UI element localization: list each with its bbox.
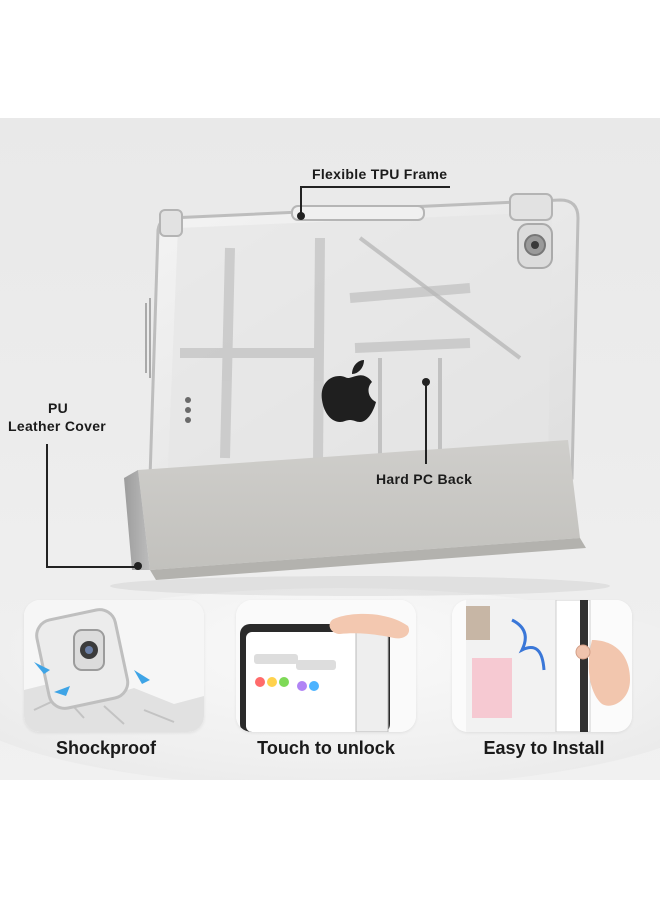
feature-shockproof: Shockproof [55,738,156,758]
thumb-shockproof [24,600,204,732]
side-grip [145,298,151,378]
callout-pu-line1: PU [48,400,69,416]
callout-tpu-frame: Flexible TPU Frame [312,166,448,182]
thumb-easy-install [452,600,632,732]
callout-dot-pu [134,562,142,570]
feature-easy-install: Easy to Install [483,738,605,758]
tablet-case-illustration [110,193,610,596]
callout-line-pu [46,566,138,568]
tablet-back [148,198,580,480]
callout-line-pc [425,382,427,464]
corner-bumpers [159,193,553,237]
callout-dot-tpu [297,212,305,220]
callout-line-tpu [300,186,450,188]
camera-icon [517,223,553,269]
thumb-touch-unlock [236,600,416,732]
impact-arrow-icon [34,662,150,696]
speaker-dots [185,397,191,423]
pencil-holder-icon [291,205,425,221]
callout-line-tpu-vert [300,186,302,216]
feature-touch-unlock: Touch to unlock [257,738,395,758]
leather-cover [124,440,586,580]
finger-icon [329,613,410,639]
apple-logo-icon [321,360,376,422]
callout-hard-pc: Hard PC Back [376,471,473,487]
callout-pu-line2: Leather Cover [8,418,107,434]
callout-line-pu-vert [46,444,48,566]
callout-dot-pc [422,378,430,386]
